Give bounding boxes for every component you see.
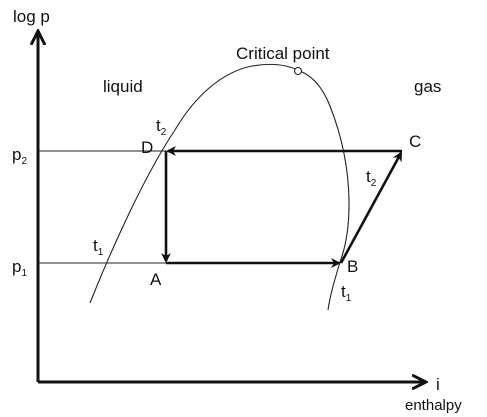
y-axis-label: log p xyxy=(13,7,50,26)
t1-bottom-label: t1 xyxy=(341,282,352,304)
t2-near-d-label: t2 xyxy=(156,116,167,138)
cycle-line-b-to-c xyxy=(339,151,403,264)
gas-label: gas xyxy=(414,77,441,96)
x-axis-sublabel: enthalpy xyxy=(405,397,462,414)
p1-label: p1 xyxy=(12,257,27,279)
x-axis-label: i xyxy=(436,375,440,394)
critical-point-marker xyxy=(293,66,303,76)
critical-point-label: Critical point xyxy=(236,44,330,63)
saturation-curve xyxy=(89,63,350,311)
point-b-label: B xyxy=(347,257,358,276)
point-d-label: D xyxy=(141,138,153,157)
t2-right-label: t2 xyxy=(366,167,377,189)
p2-label: p2 xyxy=(12,145,27,167)
point-c-label: C xyxy=(409,132,421,151)
point-a-label: A xyxy=(150,270,162,289)
t1-left-label: t1 xyxy=(93,236,104,258)
liquid-label: liquid xyxy=(103,77,143,96)
